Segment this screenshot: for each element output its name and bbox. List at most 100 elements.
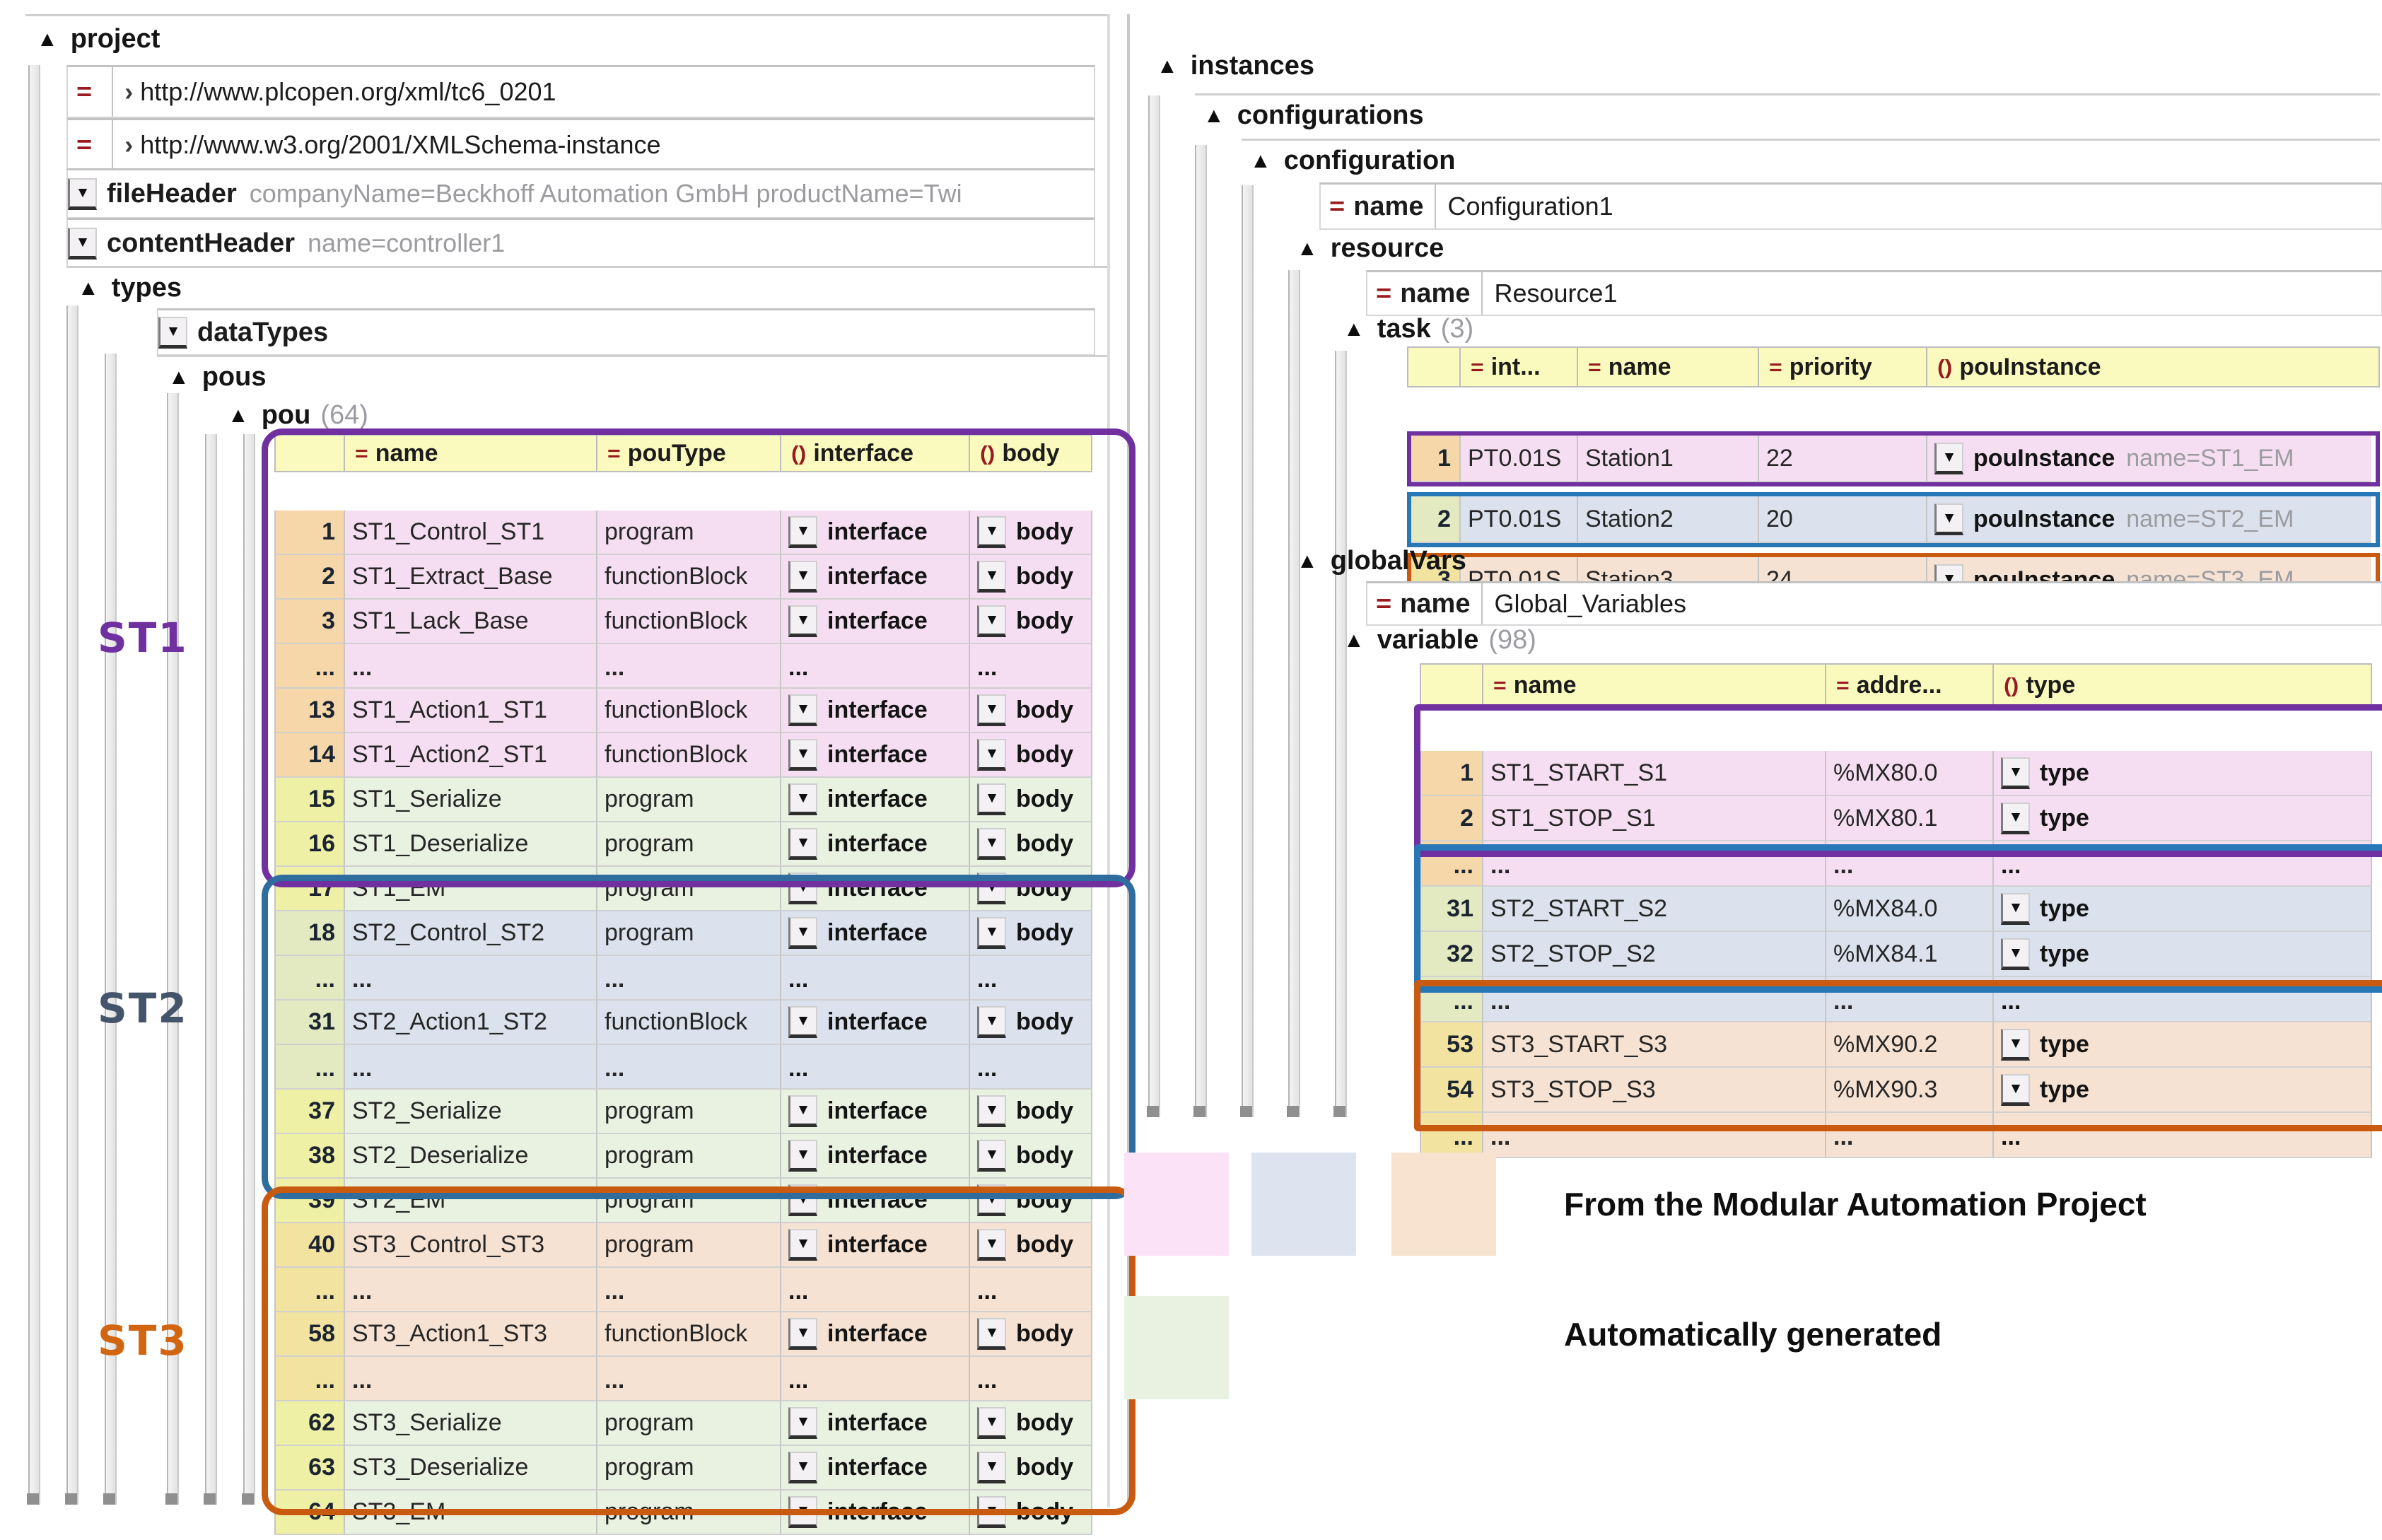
variable-address-cell[interactable]: %MX80.0 [1826, 751, 1994, 796]
pou-instance-cell[interactable]: ▼ pouInstance name=ST1_EM [1927, 436, 2371, 482]
expand-dropdown-icon[interactable]: ▼ [788, 1095, 817, 1127]
expand-dropdown-icon[interactable]: ▼ [977, 1229, 1006, 1261]
interface-cell[interactable]: ▼interface [781, 1223, 970, 1268]
body-cell[interactable]: ▼body [970, 911, 1092, 956]
interface-cell[interactable]: ▼interface [781, 778, 970, 822]
attribute-value[interactable]: Configuration1 [1447, 192, 1613, 221]
column-header[interactable]: = addre... [1826, 663, 1994, 707]
interface-cell[interactable]: ▼interface [781, 911, 970, 956]
expand-dropdown-icon[interactable]: ▼ [2001, 1028, 2030, 1061]
interface-cell[interactable]: ▼interface [781, 1001, 970, 1045]
expand-dropdown-icon[interactable]: ▼ [977, 1496, 1006, 1528]
interface-cell[interactable]: ▼interface [781, 1179, 970, 1223]
pou-name-cell[interactable]: ST2_Deserialize [345, 1134, 597, 1179]
pou-type-cell[interactable]: functionBlock [597, 1312, 781, 1357]
pou-name-cell[interactable]: ST3_Serialize [345, 1401, 597, 1446]
interface-cell[interactable]: ▼interface [781, 1134, 970, 1179]
pou-type-cell[interactable]: program [597, 1223, 781, 1268]
interface-cell[interactable]: ▼interface [781, 600, 970, 644]
expand-dropdown-icon[interactable]: ▼ [158, 316, 187, 349]
column-header[interactable]: () interface [781, 434, 970, 472]
expand-dropdown-icon[interactable]: ▼ [788, 828, 817, 860]
pou-name-cell[interactable]: ST1_Lack_Base [345, 600, 597, 644]
variable-address-cell[interactable]: %MX90.2 [1826, 1022, 1994, 1068]
pou-type-cell[interactable]: program [597, 1134, 781, 1179]
expand-dropdown-icon[interactable]: ▼ [977, 917, 1006, 949]
interface-cell[interactable]: ▼interface [781, 511, 970, 555]
variable-name-cell[interactable]: ... [1483, 977, 1826, 1022]
body-cell[interactable]: ▼body [970, 1401, 1092, 1446]
pou-type-cell[interactable]: program [597, 867, 781, 911]
variable-type-cell[interactable]: ▼type [1994, 887, 2372, 932]
interface-cell[interactable]: ▼interface [781, 689, 970, 733]
body-cell[interactable]: ▼body [970, 1491, 1092, 1535]
expand-dropdown-icon[interactable]: ▼ [2001, 892, 2030, 925]
pou-name-cell[interactable]: ... [345, 1268, 597, 1312]
expand-dropdown-icon[interactable]: ▼ [788, 1407, 817, 1439]
namespace-url[interactable]: http://www.w3.org/2001/XMLSchema-instanc… [140, 130, 661, 159]
interface-cell[interactable]: ▼interface [781, 1446, 970, 1491]
expand-dropdown-icon[interactable]: ▼ [788, 1229, 817, 1261]
expand-dropdown-icon[interactable]: ▼ [788, 1452, 817, 1483]
pou-name-cell[interactable]: ST2_EM [345, 1179, 597, 1223]
namespace-url[interactable]: http://www.plcopen.org/xml/tc6_0201 [140, 77, 556, 106]
pou-type-cell[interactable]: ... [597, 1045, 781, 1090]
collapse-arrow-icon[interactable]: ▲ [168, 365, 189, 389]
column-header[interactable]: = name [345, 434, 597, 472]
expand-dropdown-icon[interactable]: ▼ [788, 1184, 817, 1216]
expand-dropdown-icon[interactable]: ▼ [2001, 757, 2030, 789]
pou-name-cell[interactable]: ST1_Control_ST1 [345, 511, 597, 555]
configuration-name-row[interactable]: = name Configuration1 [1319, 182, 2382, 230]
expand-dropdown-icon[interactable]: ▼ [1934, 442, 1963, 474]
collapse-arrow-icon[interactable]: ▲ [1297, 549, 1318, 573]
body-cell[interactable]: ▼body [970, 1001, 1092, 1045]
column-header[interactable]: = int... [1461, 346, 1578, 387]
pou-name-cell[interactable]: ST2_Control_ST2 [345, 911, 597, 956]
expand-dropdown-icon[interactable]: ▼ [977, 516, 1006, 548]
interface-cell[interactable]: ▼interface [781, 733, 970, 778]
variable-name-cell[interactable]: ... [1483, 1113, 1826, 1158]
column-header[interactable]: = name [1578, 346, 1759, 387]
body-cell[interactable]: ▼body [970, 1090, 1092, 1134]
variable-name-cell[interactable]: ST3_STOP_S3 [1483, 1068, 1826, 1113]
variable-address-cell[interactable]: ... [1826, 841, 1994, 887]
body-cell[interactable]: ▼body [970, 1446, 1092, 1491]
interface-cell[interactable]: ▼... [781, 644, 970, 689]
datatypes-row[interactable]: ▼ dataTypes [157, 308, 1095, 356]
pou-type-cell[interactable]: ... [597, 644, 781, 689]
expand-dropdown-icon[interactable]: ▼ [977, 1452, 1006, 1483]
expand-dropdown-icon[interactable]: ▼ [788, 1496, 817, 1528]
variable-name-cell[interactable]: ST2_START_S2 [1483, 887, 1826, 932]
collapse-arrow-icon[interactable]: ▲ [228, 403, 249, 427]
fileheader-row[interactable]: ▼ fileHeader companyName=Beckhoff Automa… [66, 168, 1095, 218]
column-header[interactable]: () body [970, 434, 1092, 472]
tree-node-configuration[interactable]: ▲ configuration [1250, 146, 1455, 176]
expand-dropdown-icon[interactable]: ▼ [788, 1318, 817, 1350]
variable-name-cell[interactable]: ST3_START_S3 [1483, 1022, 1826, 1068]
expand-dropdown-icon[interactable]: ▼ [788, 739, 817, 771]
variable-type-cell[interactable]: ▼type [1994, 1022, 2372, 1068]
interface-cell[interactable]: ▼interface [781, 1401, 970, 1446]
xmlns-attribute-row[interactable]: = › http://www.plcopen.org/xml/tc6_0201 [66, 65, 1095, 118]
pou-name-cell[interactable]: ... [345, 956, 597, 1001]
body-cell[interactable]: ▼body [970, 733, 1092, 778]
interface-cell[interactable]: ▼interface [781, 867, 970, 911]
pou-name-cell[interactable]: ST1_Serialize [345, 778, 597, 822]
tree-node-variable[interactable]: ▲ variable (98) [1343, 625, 1536, 655]
body-cell[interactable]: ▼body [970, 778, 1092, 822]
body-cell[interactable]: ▼body [970, 822, 1092, 867]
task-name-cell[interactable]: Station2 [1578, 496, 1759, 543]
resource-name-row[interactable]: = name Resource1 [1366, 270, 2382, 316]
tree-node-pous[interactable]: ▲ pous [168, 362, 266, 392]
variable-type-cell[interactable]: ▼type [1994, 751, 2372, 796]
attribute-value[interactable]: Resource1 [1494, 279, 1618, 308]
body-cell[interactable]: ▼... [970, 1268, 1092, 1312]
expand-dropdown-icon[interactable]: ▼ [788, 605, 817, 637]
variable-address-cell[interactable]: %MX84.0 [1826, 887, 1994, 932]
collapse-arrow-icon[interactable]: ▲ [1343, 317, 1365, 341]
variable-name-cell[interactable]: ... [1483, 841, 1826, 887]
variable-type-cell[interactable]: ▼type [1994, 1068, 2372, 1113]
expand-dropdown-icon[interactable]: ▼ [788, 561, 817, 593]
expand-dropdown-icon[interactable]: ▼ [2001, 802, 2030, 834]
task-priority-cell[interactable]: 22 [1759, 436, 1927, 482]
